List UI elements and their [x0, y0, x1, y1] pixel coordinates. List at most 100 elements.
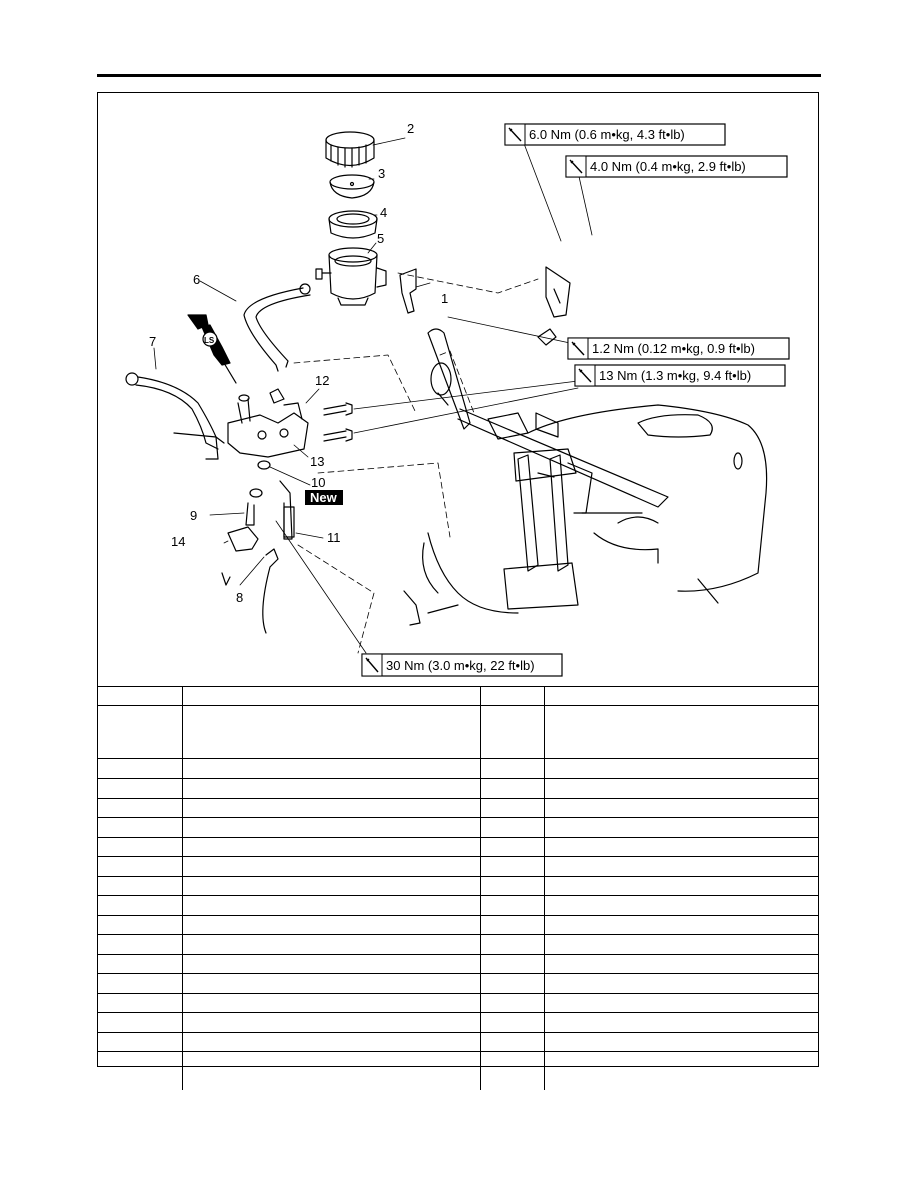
table-cell: [98, 1012, 182, 1033]
table-row: [98, 758, 818, 779]
table-row: [98, 817, 818, 838]
table-row: [98, 1051, 818, 1090]
svg-text:30 Nm (3.0 m•kg, 22 ft•lb): 30 Nm (3.0 m•kg, 22 ft•lb): [386, 658, 535, 673]
table-cell: [479, 798, 544, 818]
torque-spec-30nm: 30 Nm (3.0 m•kg, 22 ft•lb): [361, 653, 563, 677]
table-cell: [181, 1012, 480, 1033]
table-cell: [98, 798, 182, 818]
table-row: [98, 686, 818, 706]
table-cell: [181, 798, 480, 818]
torque-spec-13nm: 13 Nm (1.3 m•kg, 9.4 ft•lb): [574, 364, 786, 387]
table-cell: [479, 876, 544, 896]
table-cell: [543, 993, 818, 1013]
table-row: [98, 895, 818, 916]
table-cell: [543, 915, 818, 935]
table-cell: [543, 1051, 818, 1090]
table-cell: [543, 798, 818, 818]
reservoir-diaphragm: [328, 210, 378, 239]
svg-text:New: New: [310, 490, 338, 505]
table-cell: [479, 758, 544, 779]
part-label-11: 11: [327, 530, 341, 545]
table-cell: [181, 837, 480, 857]
top-rule: [97, 74, 821, 77]
table-row: [98, 973, 818, 994]
table-cell: [543, 954, 818, 974]
table-cell: [479, 934, 544, 955]
brake-light-switch: [221, 526, 279, 634]
svg-text:6.0 Nm (0.6 m•kg, 4.3 ft•lb): 6.0 Nm (0.6 m•kg, 4.3 ft•lb): [529, 127, 685, 142]
parts-table: [98, 686, 818, 1090]
union-bolt-assembly: [245, 460, 295, 540]
table-cell: [543, 817, 818, 838]
table-cell: [98, 705, 182, 759]
clamp-bolts: [323, 402, 353, 442]
table-cell: [479, 954, 544, 974]
table-cell: [98, 954, 182, 974]
part-label-14: 14: [171, 534, 185, 549]
table-row: [98, 705, 818, 759]
table-cell: [479, 895, 544, 916]
table-row: [98, 1012, 818, 1033]
exploded-diagram: 1 2 3 4 5 6 7 8 9 10 11 12 13 14 New LS …: [98, 93, 818, 685]
table-cell: [98, 993, 182, 1013]
table-cell: [98, 1032, 182, 1052]
table-row: [98, 837, 818, 857]
part-label-13: 13: [310, 454, 324, 469]
part-label-2: 2: [407, 121, 414, 136]
table-cell: [98, 686, 182, 706]
table-cell: [181, 895, 480, 916]
table-row: [98, 798, 818, 818]
table-cell: [98, 876, 182, 896]
table-row: [98, 778, 818, 799]
table-row: [98, 876, 818, 896]
table-cell: [479, 778, 544, 799]
table-cell: [98, 1051, 182, 1090]
table-cell: [181, 817, 480, 838]
table-cell: [543, 705, 818, 759]
part-label-8: 8: [236, 590, 243, 605]
torque-spec-1-2nm: 1.2 Nm (0.12 m•kg, 0.9 ft•lb): [567, 337, 790, 360]
table-cell: [181, 705, 480, 759]
table-cell: [98, 758, 182, 779]
part-label-9: 9: [190, 508, 197, 523]
table-cell: [181, 778, 480, 799]
table-cell: [479, 1032, 544, 1052]
fuel-tank: [527, 404, 768, 604]
handlebar-assembly: [403, 266, 669, 626]
part-label-4: 4: [380, 205, 387, 220]
table-cell: [181, 954, 480, 974]
reservoir-plate: [329, 174, 375, 199]
table-cell: [543, 778, 818, 799]
table-cell: [181, 993, 480, 1013]
table-cell: [543, 686, 818, 706]
part-label-12: 12: [315, 373, 329, 388]
part-label-10: 10: [311, 475, 325, 490]
table-cell: [181, 1032, 480, 1052]
table-row: [98, 856, 818, 877]
reservoir-bracket: [399, 268, 417, 314]
table-cell: [479, 817, 544, 838]
table-cell: [98, 895, 182, 916]
table-cell: [479, 993, 544, 1013]
brake-lever: [125, 372, 225, 460]
svg-text:1.2 Nm (0.12 m•kg, 0.9 ft•lb): 1.2 Nm (0.12 m•kg, 0.9 ft•lb): [592, 341, 755, 356]
ls-mark: LS: [202, 331, 218, 347]
table-cell: [479, 837, 544, 857]
part-label-7: 7: [149, 334, 156, 349]
table-cell: [479, 686, 544, 706]
svg-text:13 Nm (1.3 m•kg, 9.4 ft•lb): 13 Nm (1.3 m•kg, 9.4 ft•lb): [599, 368, 751, 383]
table-cell: [479, 915, 544, 935]
table-cell: [181, 1051, 480, 1090]
table-row: [98, 915, 818, 935]
table-row: [98, 954, 818, 974]
table-row: [98, 934, 818, 955]
part-label-5: 5: [377, 231, 384, 246]
table-cell: [543, 758, 818, 779]
table-cell: [98, 837, 182, 857]
torque-spec-6nm: 6.0 Nm (0.6 m•kg, 4.3 ft•lb): [504, 123, 726, 146]
table-cell: [543, 837, 818, 857]
table-cell: [543, 1012, 818, 1033]
torque-spec-4nm: 4.0 Nm (0.4 m•kg, 2.9 ft•lb): [565, 155, 788, 178]
svg-text:4.0 Nm (0.4 m•kg, 2.9 ft•lb): 4.0 Nm (0.4 m•kg, 2.9 ft•lb): [590, 159, 746, 174]
part-label-6: 6: [193, 272, 200, 287]
